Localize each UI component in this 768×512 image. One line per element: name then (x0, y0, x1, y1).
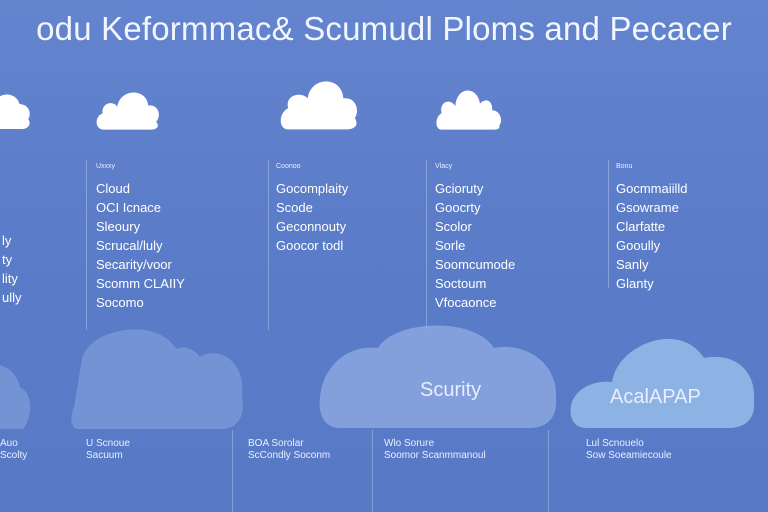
list-item: Gocmmaiilld (616, 181, 688, 196)
bottom-line: Auo (0, 438, 18, 449)
column-4: Bonu Gocmmaiilld Gsowrame Clarfatte Goou… (616, 163, 688, 293)
column-header: Coonoo (276, 163, 301, 170)
list-item: Glanty (616, 276, 654, 291)
bottom-line: Soomor Scanmmanoul (384, 450, 486, 461)
list-item: Gooully (616, 238, 661, 253)
bottom-line: Sacuum (86, 450, 123, 461)
cloud-icon (318, 322, 558, 430)
acelap-label: AcalAPAP (610, 386, 701, 408)
list-item: Socomo (96, 295, 144, 310)
column-divider (608, 160, 609, 288)
cloud-icon (0, 86, 32, 131)
bottom-line: Sow Soeamiecoule (586, 450, 672, 461)
list-item: Geconnouty (276, 219, 347, 234)
list-item: lity (2, 271, 18, 286)
list-item: Gocomplaity (276, 181, 349, 196)
column-header (2, 163, 22, 173)
list-item: Cloud (96, 181, 130, 196)
column-divider (232, 430, 233, 512)
security-label: Scurity (420, 379, 482, 401)
bottom-line: Wlo Sorure (384, 438, 435, 449)
column-header: Uxxxy (96, 163, 116, 170)
cloud-icon (421, 83, 517, 131)
list-item: Goocrty (435, 200, 481, 215)
list-item: Clarfatte (616, 219, 666, 234)
cloud-icon (70, 323, 246, 431)
list-item: OCI Icnace (96, 200, 162, 215)
bottom-line: ScCondly Soconm (248, 450, 331, 461)
column-header: Vlacy (435, 163, 453, 170)
cloud-icon (275, 74, 363, 131)
list-item: Gsowrame (616, 200, 679, 215)
bottom-line: Scolty (0, 450, 28, 461)
bottom-text: BOA Sorolar ScCondly Soconm (248, 438, 330, 462)
column-3: Vlacy Gcioruty Goocrty Scolor Sorle Soom… (435, 163, 515, 312)
list-item: Scolor (435, 219, 472, 234)
list-item: Secarity/voor (96, 257, 172, 272)
bottom-text: Lul Scnouelo Sow Soeamiecoule (586, 438, 672, 462)
column-header: Bonu (616, 163, 633, 170)
column-1: Uxxxy Cloud OCI Icnace Sleoury Scrucal/l… (96, 163, 185, 312)
column-divider (426, 160, 427, 330)
page-title: odu Keformmac& Scumudl Ploms and Pecacer (36, 10, 732, 47)
list-item: ty (2, 252, 13, 267)
bottom-text: Wlo Sorure Soomor Scanmmanoul (384, 438, 486, 462)
list-item: Scode (276, 200, 313, 215)
list-item: ully (2, 290, 22, 305)
column-divider (548, 430, 549, 512)
bottom-line: Lul Scnouelo (586, 438, 644, 449)
bottom-line: BOA Sorolar (248, 438, 304, 449)
list-item: Soomcumode (435, 257, 516, 272)
list-item: Soctoum (435, 276, 487, 291)
cloud-icon (92, 84, 164, 131)
list-item: Gcioruty (435, 181, 484, 196)
cloud-icon (568, 330, 756, 430)
column-divider (86, 160, 87, 330)
column-divider (372, 430, 373, 512)
column-0: ly ty lity ully (2, 163, 22, 307)
list-item: Scrucal/luly (96, 238, 163, 253)
bottom-text: Auo Scolty (0, 438, 27, 462)
list-item: Goocor todl (276, 238, 344, 253)
cloud-icon (0, 360, 32, 432)
list-item: Sorle (435, 238, 466, 253)
bottom-line: U Scnoue (86, 438, 130, 449)
column-2: Coonoo Gocomplaity Scode Geconnouty Gooc… (276, 163, 348, 255)
list-item: Sleoury (96, 219, 141, 234)
list-item: ly (2, 233, 12, 248)
list-item: Sanly (616, 257, 649, 272)
list-item: Scomm CLAIIY (96, 276, 185, 291)
column-divider (268, 160, 269, 330)
bottom-text: U Scnoue Sacuum (86, 438, 130, 462)
list-item: Vfocaonce (435, 295, 497, 310)
